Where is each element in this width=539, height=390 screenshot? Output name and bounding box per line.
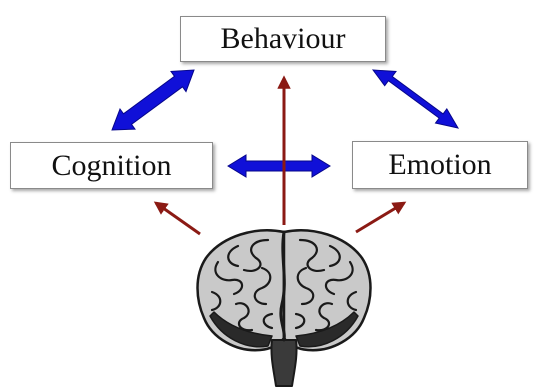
arrow-brain-to-emotion [355, 201, 407, 234]
cognition-box: Cognition [10, 142, 213, 189]
behaviour-box: Behaviour [180, 16, 386, 62]
emotion-label: Emotion [388, 148, 492, 181]
arrow-brain-to-cognition [153, 201, 201, 236]
double-arrow-cognition-behaviour [111, 69, 195, 131]
behaviour-label: Behaviour [220, 22, 346, 55]
double-arrow-behaviour-emotion [371, 69, 460, 129]
cognition-label: Cognition [51, 148, 172, 182]
emotion-box: Emotion [352, 141, 528, 189]
brain-icon [196, 229, 372, 387]
double-arrow-cognition-emotion [227, 154, 331, 178]
